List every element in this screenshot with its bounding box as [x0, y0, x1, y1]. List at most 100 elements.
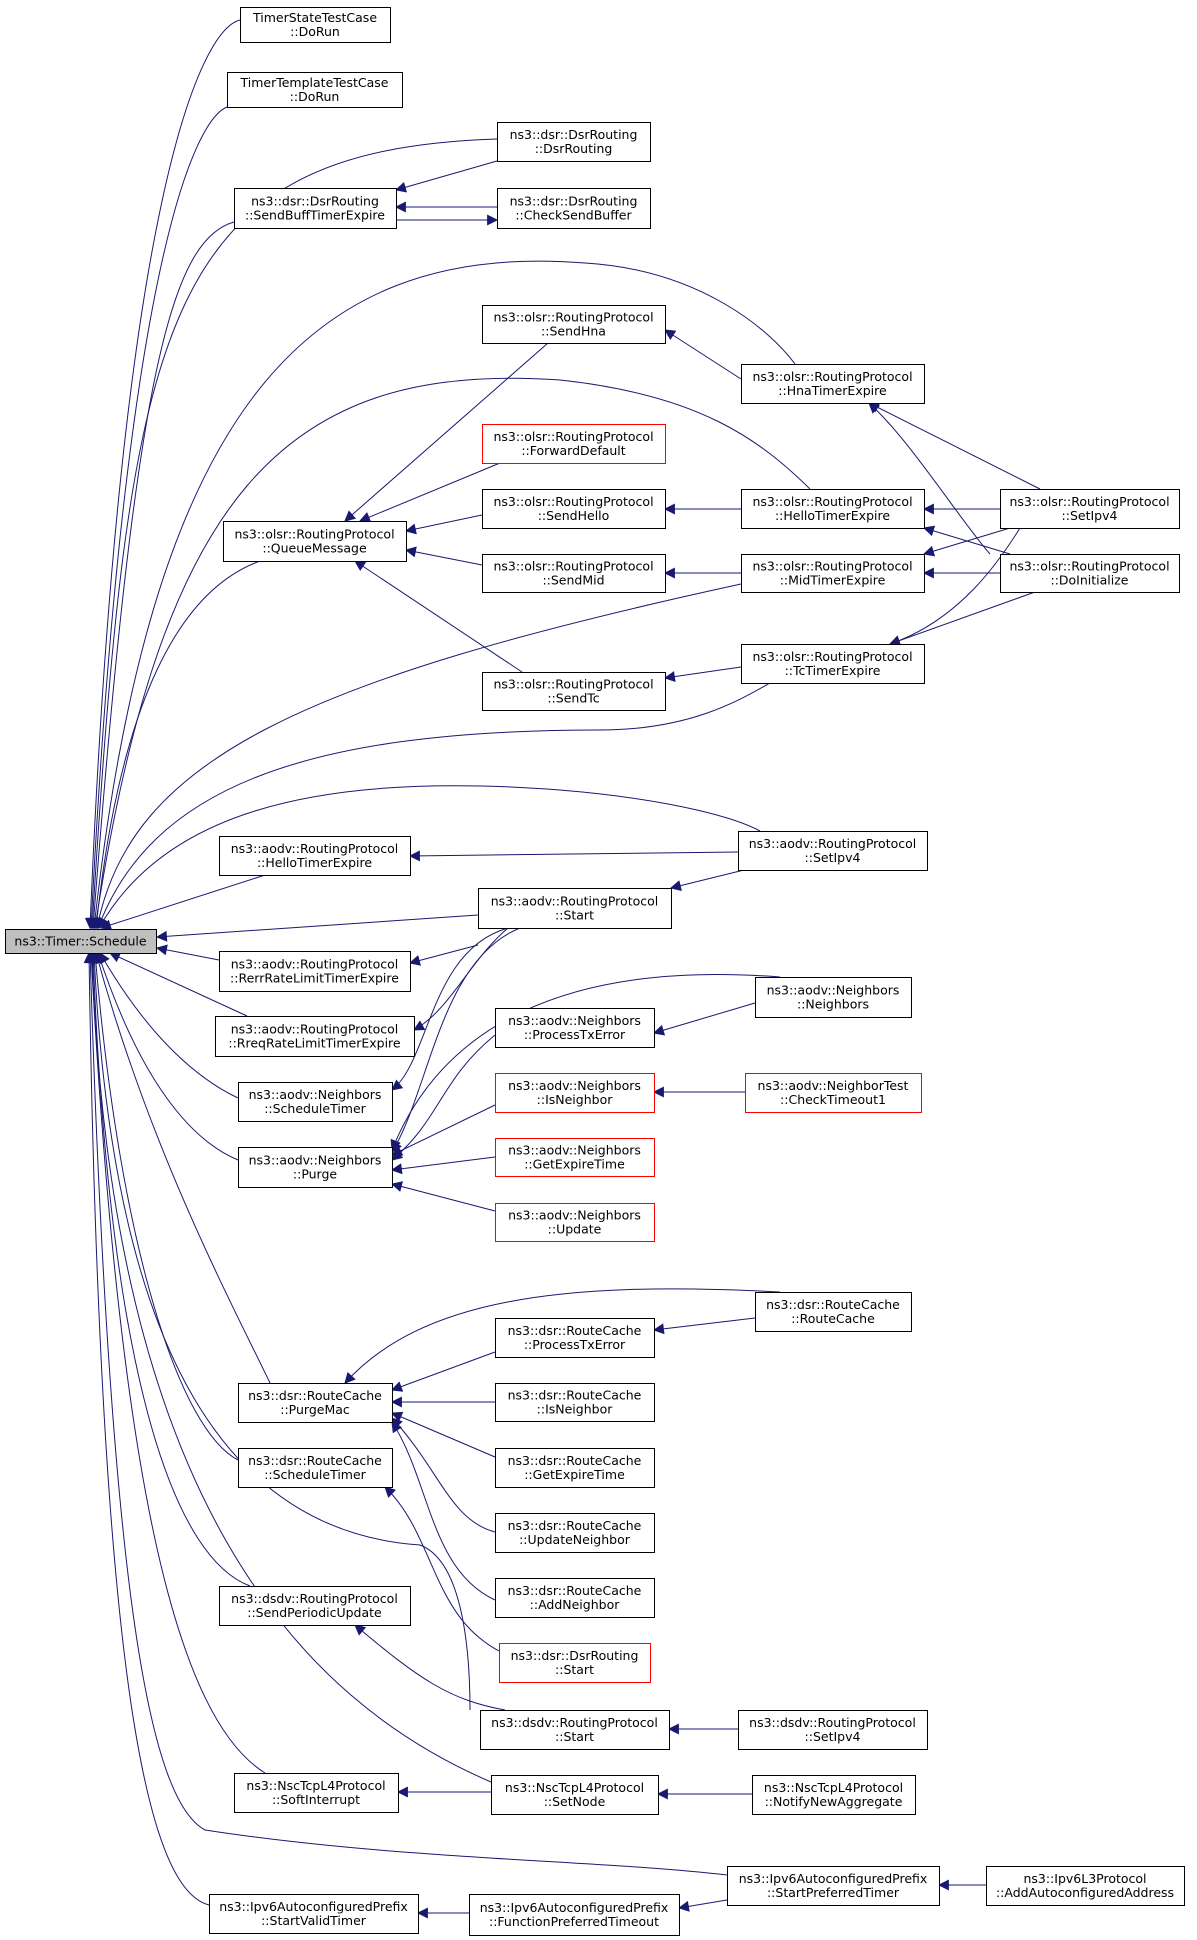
node-box: [495, 1008, 655, 1048]
graph-node-n5[interactable]: ns3::dsr::DsrRouting::CheckSendBuffer: [497, 188, 651, 229]
node-label-line: ::SoftInterrupt: [272, 1792, 360, 1807]
graph-node-n13[interactable]: ns3::olsr::RoutingProtocol::SendMid: [482, 554, 666, 593]
node-label-line: ns3::Ipv6L3Protocol: [1023, 1871, 1146, 1886]
graph-node-n49[interactable]: ns3::Ipv6AutoconfiguredPrefix::FunctionP…: [469, 1894, 680, 1936]
graph-node-n25[interactable]: ns3::aodv::Neighbors::IsNeighbor: [495, 1073, 655, 1113]
node-box: [238, 1383, 393, 1423]
node-label-line: ns3::aodv::RoutingProtocol: [231, 957, 399, 972]
edge-tctimer-doinit: [888, 591, 1036, 646]
graph-node-n43[interactable]: ns3::NscTcpL4Protocol::SoftInterrupt: [234, 1773, 399, 1813]
graph-node-n41[interactable]: ns3::dsdv::RoutingProtocol::Start: [480, 1710, 670, 1750]
node-label-line: ns3::dsr::RouteCache: [508, 1323, 642, 1338]
graph-node-n15[interactable]: ns3::olsr::RoutingProtocol::DoInitialize: [1000, 554, 1180, 593]
graph-node-n17[interactable]: ns3::olsr::RoutingProtocol::SendTc: [482, 672, 666, 711]
graph-node-n37[interactable]: ns3::dsr::RouteCache::UpdateNeighbor: [495, 1513, 655, 1553]
graph-node-n35[interactable]: ns3::dsr::RouteCache::ScheduleTimer: [238, 1448, 393, 1488]
graph-node-n18[interactable]: ns3::aodv::RoutingProtocol::HelloTimerEx…: [219, 836, 411, 876]
edge-sendtc-tctimer: [663, 666, 742, 683]
node-label-line: ::FunctionPreferredTimeout: [489, 1914, 659, 1929]
node-label-line: ::HelloTimerExpire: [775, 508, 890, 523]
node-box: [219, 1586, 411, 1626]
node-label-line: ns3::dsdv::RoutingProtocol: [231, 1591, 398, 1606]
graph-node-n1[interactable]: TimerStateTestCase::DoRun: [240, 7, 391, 43]
node-label-line: ns3::Ipv6AutoconfiguredPrefix: [219, 1899, 408, 1914]
edge-dsr-scheduletimer-dsrstart: [384, 1486, 521, 1661]
node-label-line: ns3::dsdv::RoutingProtocol: [491, 1715, 658, 1730]
node-label-line: ::ProcessTxError: [524, 1337, 626, 1352]
edge-queuemessage-forwarddefault: [358, 462, 501, 523]
graph-node-n28[interactable]: ns3::aodv::Neighbors::Purge: [238, 1147, 393, 1188]
graph-node-n40[interactable]: ns3::dsr::DsrRouting::Start: [499, 1643, 651, 1683]
graph-node-n7[interactable]: ns3::olsr::RoutingProtocol::HnaTimerExpi…: [741, 364, 925, 404]
node-label-line: ns3::dsr::RouteCache: [766, 1297, 900, 1312]
graph-node-n36[interactable]: ns3::dsr::RouteCache::GetExpireTime: [495, 1448, 655, 1488]
node-label-line: ns3::aodv::Neighbors: [767, 983, 900, 998]
graph-node-n19[interactable]: ns3::aodv::RoutingProtocol::SetIpv4: [738, 831, 928, 871]
node-label-line: ::RerrRateLimitTimerExpire: [230, 971, 399, 986]
graph-node-n12[interactable]: ns3::olsr::RoutingProtocol::QueueMessage: [223, 521, 407, 562]
node-label-line: ns3::aodv::Neighbors: [508, 1078, 641, 1093]
node-label-line: ns3::olsr::RoutingProtocol: [234, 527, 394, 542]
node-box: [495, 1203, 655, 1242]
graph-node-n23[interactable]: ns3::aodv::Neighbors::ProcessTxError: [495, 1008, 655, 1048]
graph-node-n20[interactable]: ns3::aodv::RoutingProtocol::Start: [478, 888, 672, 929]
graph-node-n2[interactable]: TimerTemplateTestCase::DoRun: [227, 72, 403, 108]
node-label-line: ::SendMid: [542, 573, 604, 588]
graph-node-n22[interactable]: ns3::aodv::Neighbors::Neighbors: [755, 977, 912, 1018]
node-label-line: ns3::NscTcpL4Protocol: [246, 1778, 385, 1793]
graph-node-n29[interactable]: ns3::aodv::Neighbors::GetExpireTime: [495, 1138, 655, 1177]
node-label-line: ns3::olsr::RoutingProtocol: [752, 649, 912, 664]
node-label-line: ::Start: [555, 1662, 594, 1677]
graph-node-n47[interactable]: ns3::Ipv6L3Protocol::AddAutoconfiguredAd…: [986, 1866, 1185, 1906]
graph-node-n11[interactable]: ns3::olsr::RoutingProtocol::SetIpv4: [1000, 489, 1180, 529]
graph-node-n24[interactable]: ns3::aodv::RoutingProtocol::RreqRateLimi…: [215, 1016, 415, 1057]
node-box: [499, 1643, 651, 1683]
node-box: [495, 1448, 655, 1488]
graph-node-n0[interactable]: ns3::Timer::Schedule: [5, 929, 157, 954]
graph-node-n44[interactable]: ns3::NscTcpL4Protocol::SetNode: [491, 1775, 659, 1815]
graph-node-n16[interactable]: ns3::olsr::RoutingProtocol::TcTimerExpir…: [741, 644, 925, 684]
node-box: [495, 1513, 655, 1553]
graph-node-n3[interactable]: ns3::dsr::DsrRouting::DsrRouting: [497, 122, 651, 162]
edge-aodv-start-setipv4: [669, 869, 745, 891]
edge-purge-isneighbor: [391, 1104, 496, 1156]
graph-node-n48[interactable]: ns3::Ipv6AutoconfiguredPrefix::StartVali…: [209, 1894, 419, 1934]
graph-node-n30[interactable]: ns3::aodv::Neighbors::Update: [495, 1203, 655, 1242]
node-label-line: ::SetIpv4: [1062, 508, 1118, 523]
node-label-line: ns3::olsr::RoutingProtocol: [752, 494, 912, 509]
node-box: [752, 1775, 916, 1815]
graph-node-n21[interactable]: ns3::aodv::RoutingProtocol::RerrRateLimi…: [219, 951, 411, 992]
graph-node-n27[interactable]: ns3::aodv::Neighbors::ScheduleTimer: [238, 1082, 393, 1122]
graph-node-n10[interactable]: ns3::olsr::RoutingProtocol::HelloTimerEx…: [741, 489, 925, 529]
graph-node-n45[interactable]: ns3::NscTcpL4Protocol::NotifyNewAggregat…: [752, 1775, 916, 1815]
node-label-line: ::StartPreferredTimer: [767, 1885, 900, 1900]
edge-hnatimer-doinit: [868, 402, 991, 555]
graph-node-n8[interactable]: ns3::olsr::RoutingProtocol::ForwardDefau…: [482, 424, 666, 464]
edge-purgemac-processtxerror: [390, 1351, 496, 1392]
node-label-line: ::ScheduleTimer: [264, 1101, 366, 1116]
node-box: [482, 672, 666, 711]
node-label-line: ::ForwardDefault: [521, 443, 625, 458]
graph-node-n26[interactable]: ns3::aodv::NeighborTest::CheckTimeout1: [745, 1073, 922, 1113]
graph-node-n34[interactable]: ns3::dsr::RouteCache::IsNeighbor: [495, 1383, 655, 1422]
node-label-line: ::PurgeMac: [280, 1402, 350, 1417]
edges: [83, 19, 1041, 1919]
node-label-line: ::Neighbors: [797, 997, 869, 1012]
graph-node-n39[interactable]: ns3::dsdv::RoutingProtocol::SendPeriodic…: [219, 1586, 411, 1626]
graph-node-n42[interactable]: ns3::dsdv::RoutingProtocol::SetIpv4: [738, 1710, 928, 1750]
graph-node-n32[interactable]: ns3::dsr::RouteCache::ProcessTxError: [495, 1318, 655, 1358]
graph-node-n38[interactable]: ns3::dsr::RouteCache::AddNeighbor: [495, 1578, 655, 1618]
graph-node-n33[interactable]: ns3::dsr::RouteCache::PurgeMac: [238, 1383, 393, 1423]
graph-node-n46[interactable]: ns3::Ipv6AutoconfiguredPrefix::StartPref…: [727, 1866, 940, 1906]
graph-node-n4[interactable]: ns3::dsr::DsrRouting::SendBuffTimerExpir…: [234, 188, 397, 229]
node-label-line: ::NotifyNewAggregate: [765, 1794, 903, 1809]
graph-node-n14[interactable]: ns3::olsr::RoutingProtocol::MidTimerExpi…: [741, 554, 925, 593]
node-label-line: ns3::olsr::RoutingProtocol: [752, 559, 912, 574]
node-label-line: ns3::olsr::RoutingProtocol: [493, 677, 653, 692]
graph-node-n9[interactable]: ns3::olsr::RoutingProtocol::SendHello: [482, 489, 666, 529]
graph-node-n6[interactable]: ns3::olsr::RoutingProtocol::SendHna: [482, 305, 666, 344]
edge-schedule-sendbufftimer: [88, 221, 235, 930]
node-label-line: ns3::olsr::RoutingProtocol: [1009, 494, 1169, 509]
edge-schedule-dsdv-start: [88, 951, 471, 1711]
graph-node-n31[interactable]: ns3::dsr::RouteCache::RouteCache: [755, 1292, 912, 1332]
